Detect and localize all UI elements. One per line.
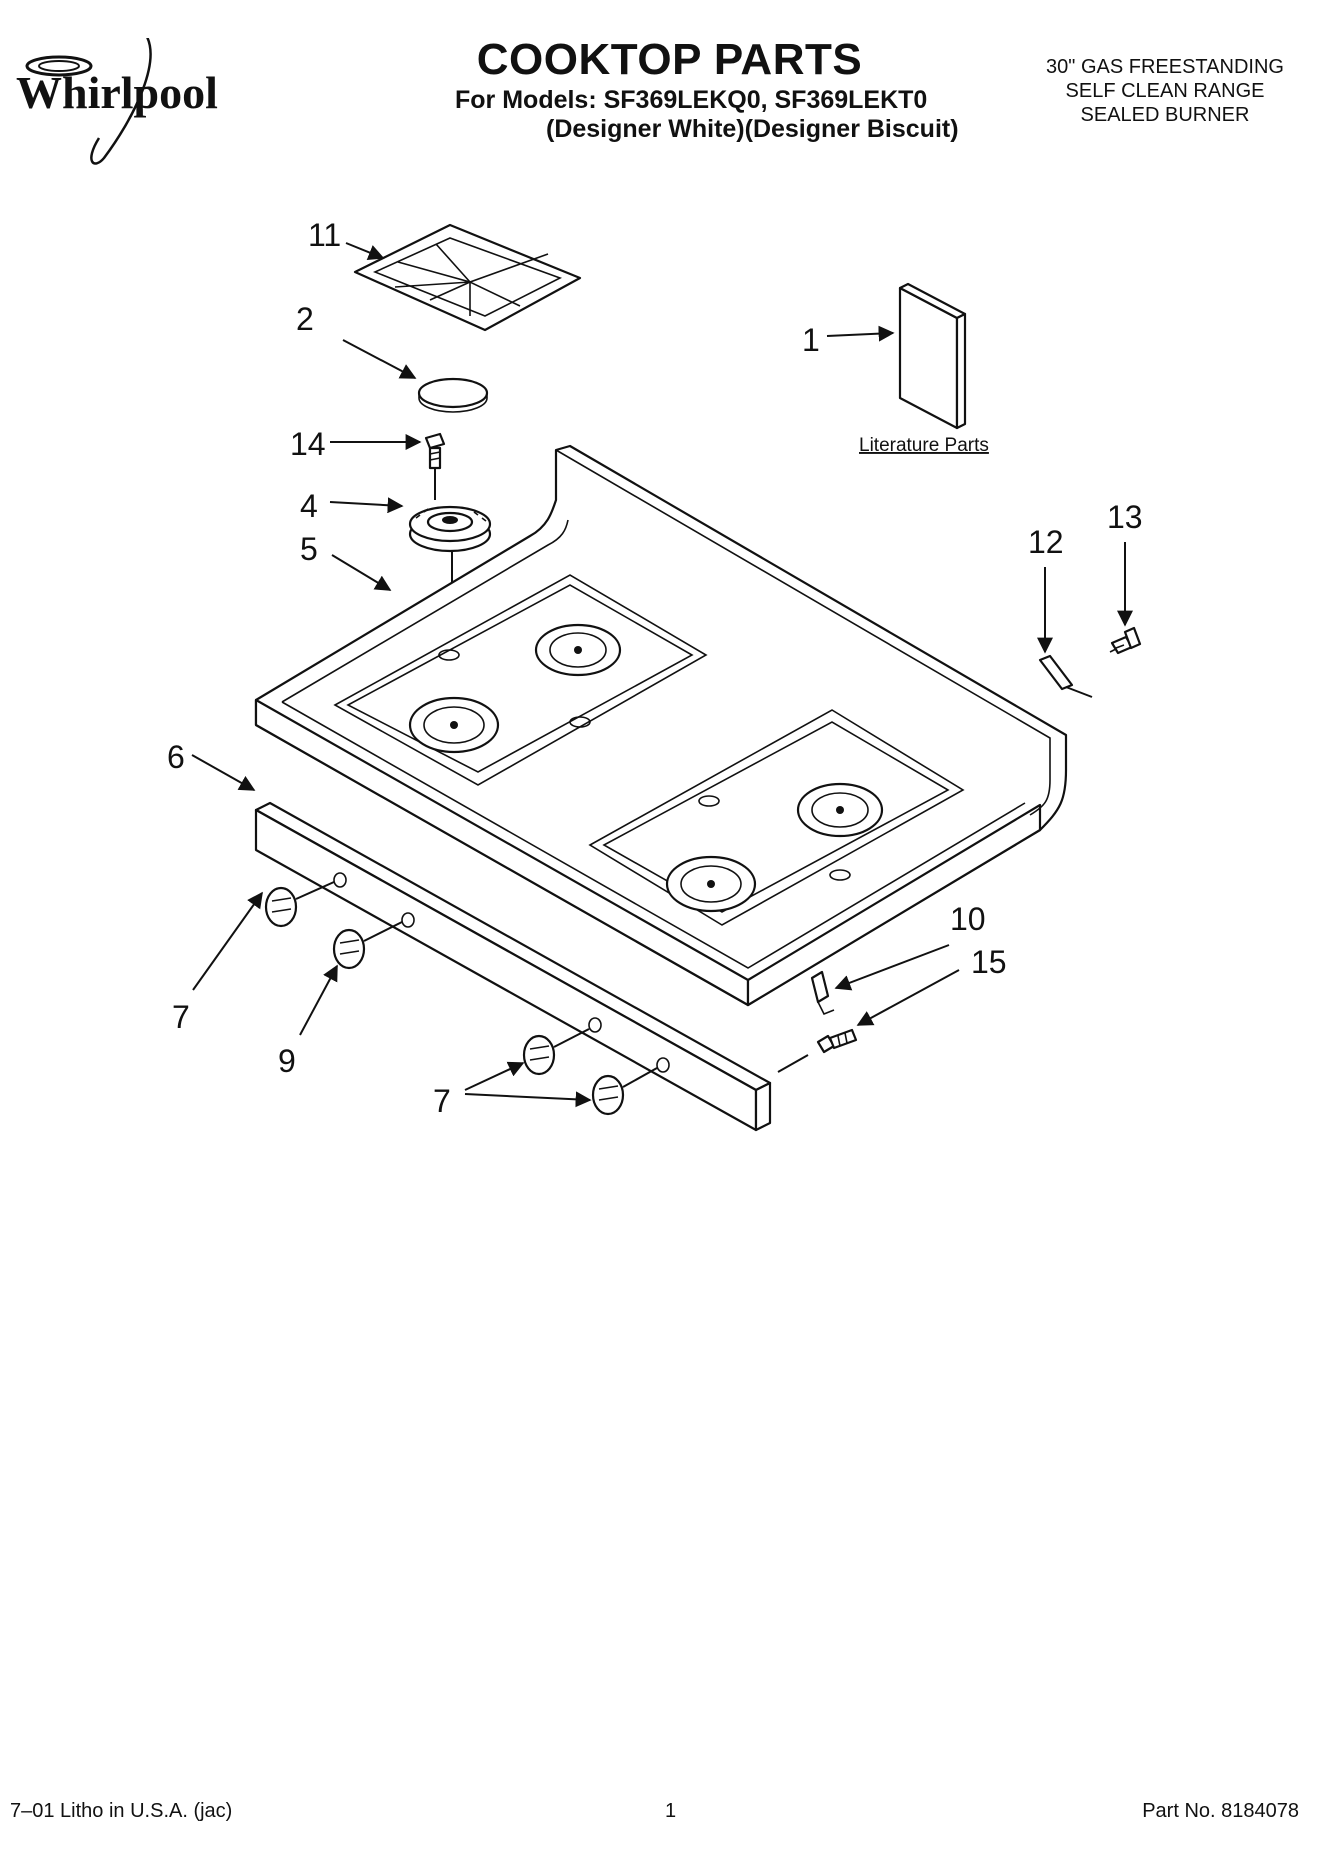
callout-5: 5 xyxy=(300,531,318,567)
literature-parts: Literature Parts xyxy=(859,282,989,456)
callout-9: 9 xyxy=(278,1043,296,1079)
callout-15: 15 xyxy=(971,944,1007,980)
literature-parts-label: Literature Parts xyxy=(859,435,989,456)
spec-block: 30" GAS FREESTANDING SELF CLEAN RANGE SE… xyxy=(1000,55,1330,127)
callout-7-right: 7 xyxy=(433,1083,451,1119)
spec-line-3: SEALED BURNER xyxy=(1080,104,1250,126)
control-knob xyxy=(522,1028,590,1076)
page-title: COOKTOP PARTS xyxy=(476,35,863,84)
spec-line-2: SELF CLEAN RANGE xyxy=(1065,80,1265,102)
cooktop-body xyxy=(254,444,1068,1007)
callout-12: 12 xyxy=(1028,524,1064,560)
variants-line: (Designer White)(Designer Biscuit) xyxy=(546,115,959,143)
control-knob xyxy=(332,921,403,970)
burner-base xyxy=(408,505,492,553)
logo-wordmark: Whirlpool xyxy=(16,67,218,118)
footer-page-number: 1 xyxy=(665,1800,677,1822)
control-knob xyxy=(591,1067,658,1116)
callout-2: 2 xyxy=(296,301,314,337)
callout-leaders xyxy=(191,242,1133,1108)
burner-cap xyxy=(417,377,489,413)
callout-11: 11 xyxy=(308,217,341,253)
burner-screw xyxy=(424,432,446,470)
igniter-screw xyxy=(1109,626,1142,655)
control-panel-trim xyxy=(254,801,772,1132)
callout-6: 6 xyxy=(167,739,185,775)
spec-line-1: 30" GAS FREESTANDING xyxy=(1046,56,1284,78)
callout-10: 10 xyxy=(950,901,986,937)
callout-14: 14 xyxy=(290,426,326,462)
models-line: For Models: SF369LEKQ0, SF369LEKT0 xyxy=(455,86,928,114)
callout-1: 1 xyxy=(802,322,820,358)
footer-part-number: Part No. 8184078 xyxy=(1142,1800,1299,1822)
footer-litho: 7–01 Litho in U.S.A. (jac) xyxy=(10,1800,233,1822)
burner-grate xyxy=(353,223,582,332)
control-knob xyxy=(264,881,335,928)
callout-4: 4 xyxy=(300,488,318,524)
igniter-electrode xyxy=(1038,654,1093,698)
mounting-bracket xyxy=(810,970,835,1016)
bracket-screw xyxy=(816,1028,858,1054)
callout-7-left: 7 xyxy=(172,999,190,1035)
whirlpool-logo: Whirlpool xyxy=(16,38,218,165)
callout-13: 13 xyxy=(1107,499,1143,535)
